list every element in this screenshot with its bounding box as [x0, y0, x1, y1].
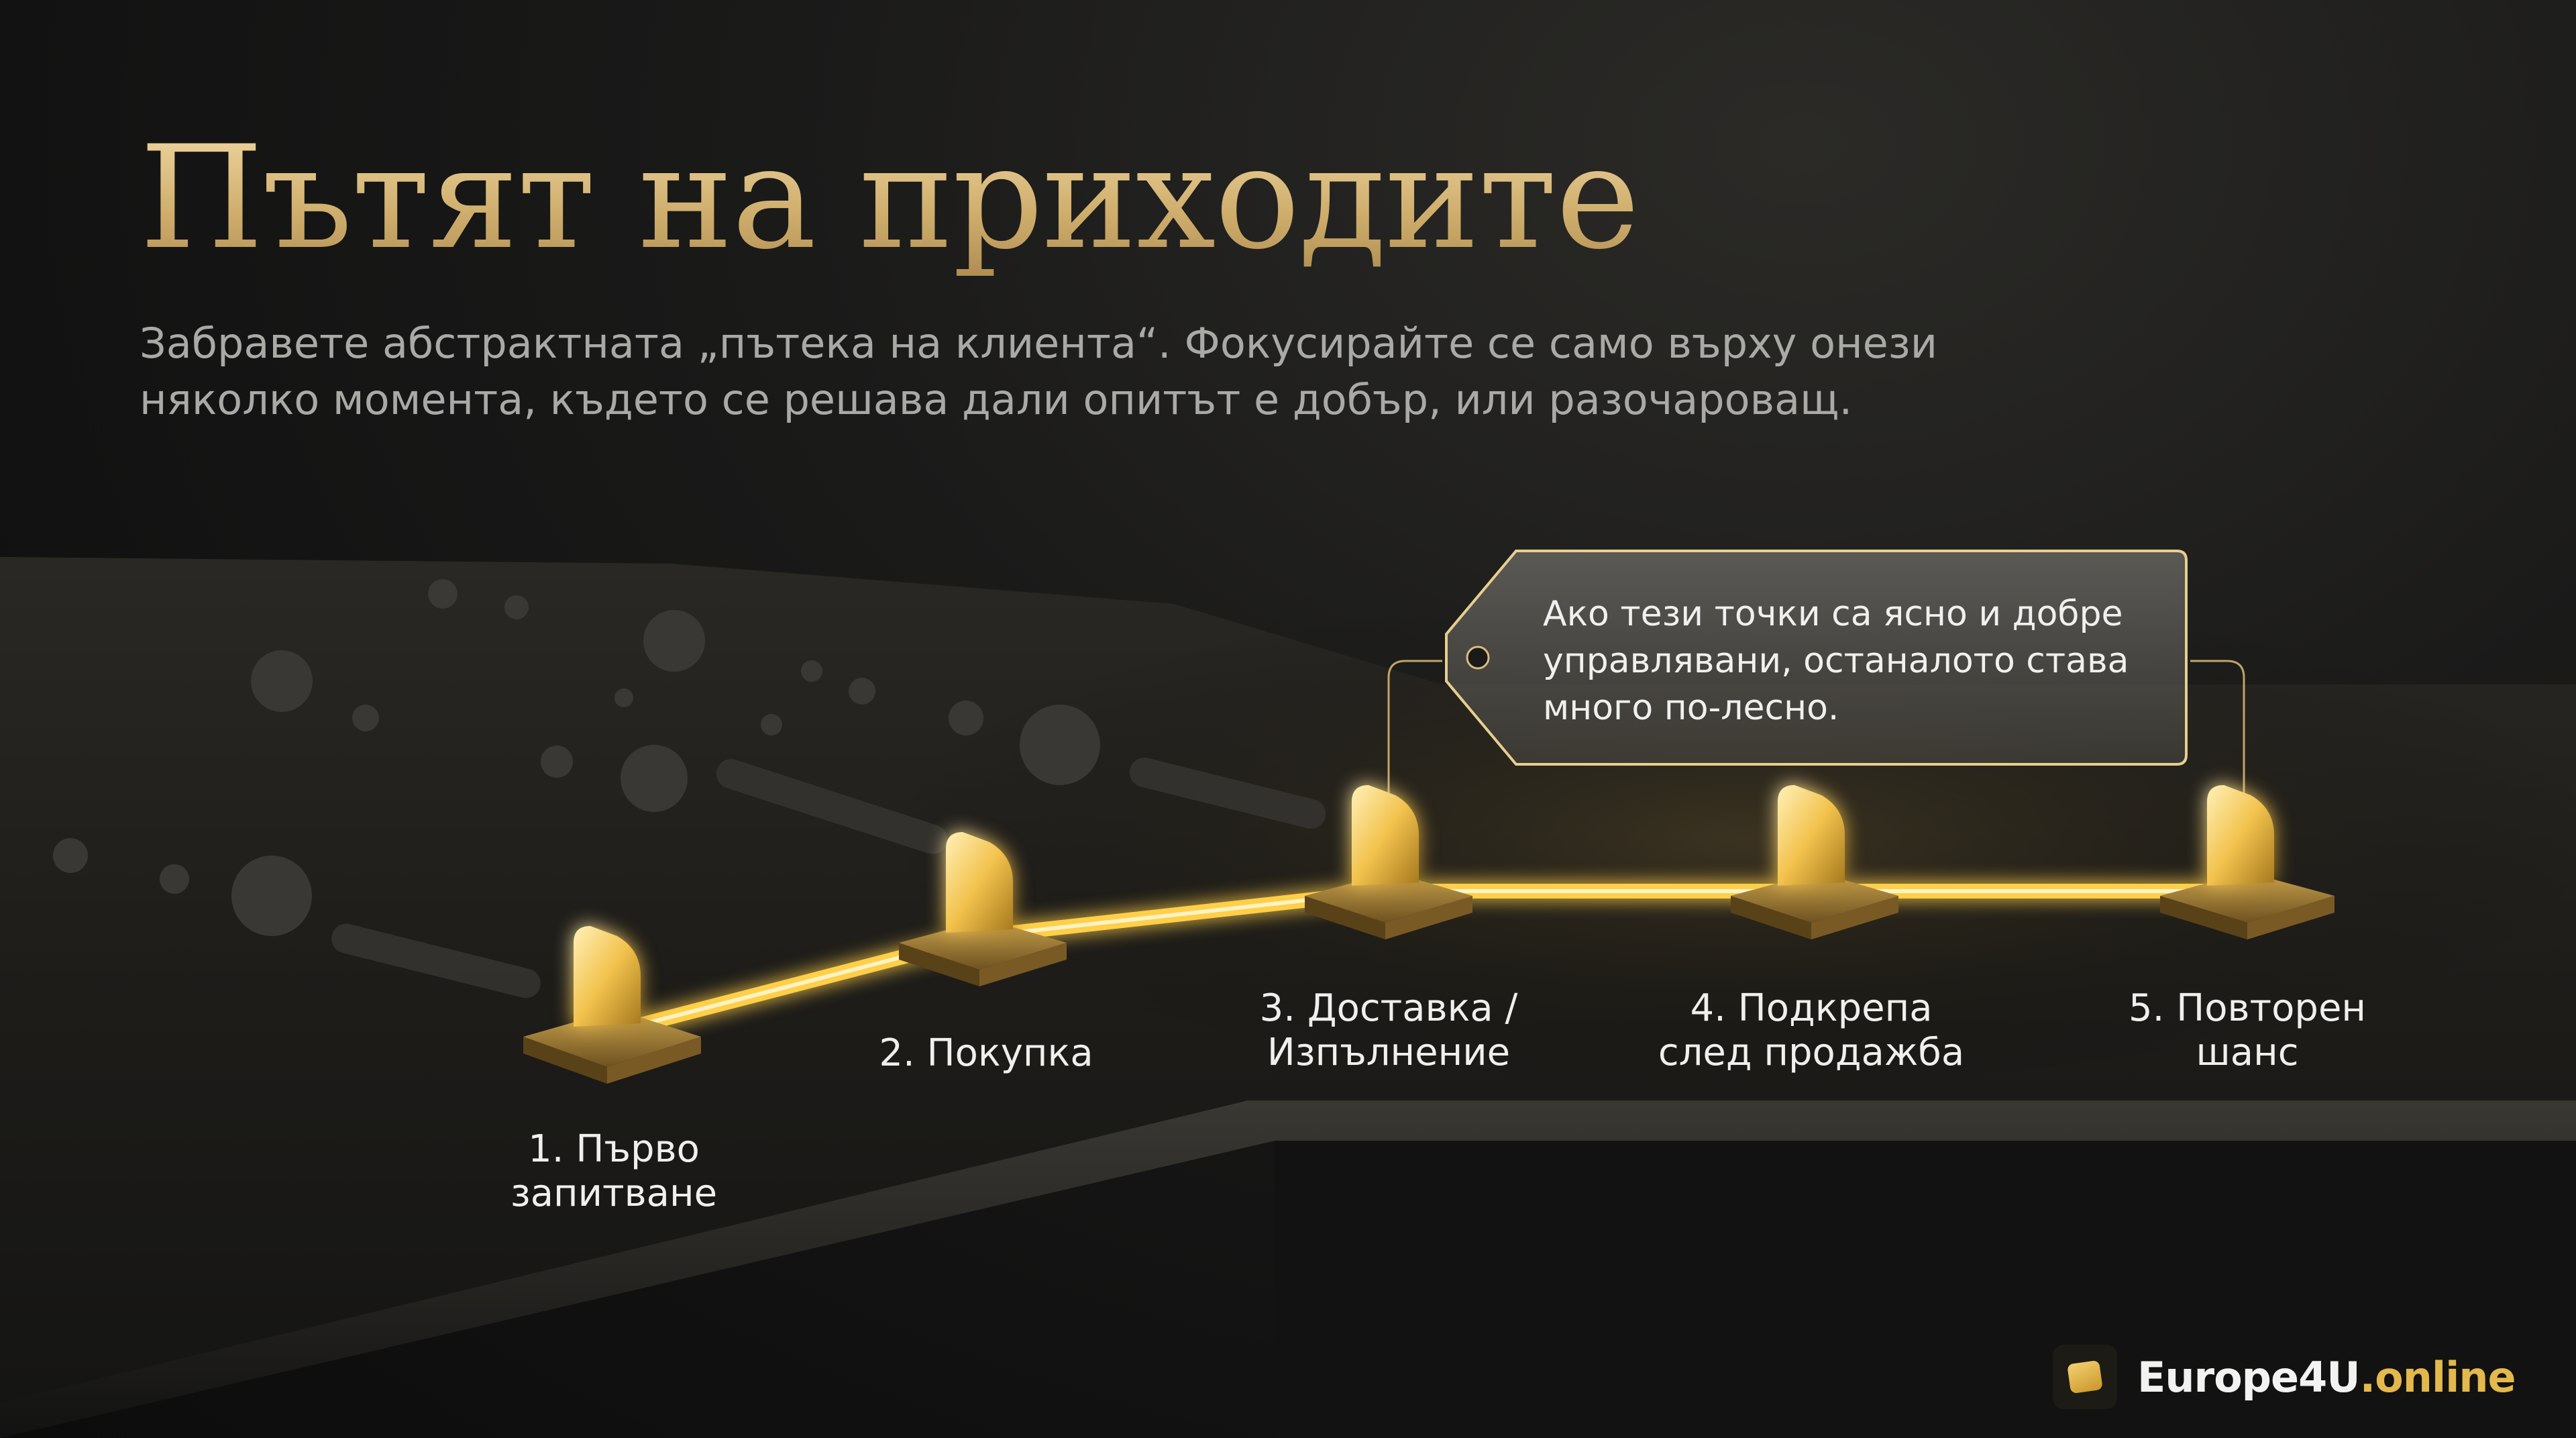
page-subtitle: Забравете абстрактната „пътека на клиент…	[140, 319, 1938, 424]
step-label-2: 2. Покупка	[879, 1031, 1093, 1075]
marker-4	[1731, 785, 1898, 939]
tag-hole-icon	[1466, 646, 1490, 670]
brand-logo: Europe4U.online	[2053, 1343, 2516, 1410]
callout-tag: Ако тези точки са ясно и добре управлява…	[1442, 547, 2190, 768]
step-label-1: 1. Първо запитване	[510, 1127, 718, 1215]
step-label-3: 3. Доставка / Изпълнение	[1259, 986, 1518, 1074]
callout-text: Ако тези точки са ясно и добре управлява…	[1543, 594, 2129, 728]
marker-1	[523, 926, 701, 1084]
brand-tld: .online	[2359, 1352, 2516, 1402]
page-title: Пътят на приходите	[140, 115, 1640, 280]
step-label-5: 5. Повторен шанс	[2128, 986, 2367, 1074]
step-label-4: 4. Подкрепа след продажба	[1658, 986, 1965, 1074]
marker-3	[1305, 785, 1472, 939]
callout-connector-right	[2190, 660, 2245, 799]
tag-shape	[1445, 550, 2188, 766]
brand-name: Europe4U	[2137, 1352, 2361, 1402]
marker-2	[899, 832, 1067, 986]
callout-connector-left	[1387, 660, 1442, 799]
gold-tile-icon	[2053, 1345, 2117, 1409]
marker-5	[2160, 785, 2334, 939]
